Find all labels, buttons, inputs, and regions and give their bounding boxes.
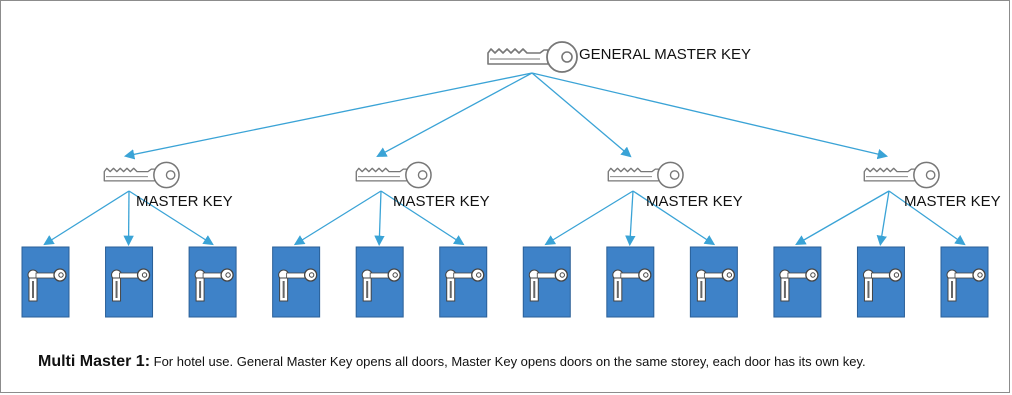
connector-arrow bbox=[128, 190, 214, 246]
key-icon bbox=[863, 161, 940, 189]
caption-text: For hotel use. General Master Key opens … bbox=[150, 354, 866, 369]
door-icon bbox=[689, 246, 738, 318]
door-icon bbox=[606, 246, 655, 318]
door-icon bbox=[856, 246, 905, 318]
door-icon bbox=[522, 246, 571, 318]
master-key-label: MASTER KEY bbox=[904, 193, 1001, 210]
caption-title: Multi Master 1: bbox=[38, 353, 151, 370]
door-icon bbox=[773, 246, 822, 318]
connector-arrow bbox=[876, 190, 890, 247]
key-icon bbox=[355, 161, 432, 189]
key-icon bbox=[487, 41, 578, 73]
door-icon bbox=[272, 246, 321, 318]
key-icon bbox=[103, 161, 180, 189]
key-hierarchy-diagram bbox=[21, 41, 989, 318]
connector-arrow bbox=[374, 190, 385, 247]
connector-arrow bbox=[632, 190, 716, 246]
connector-arrow bbox=[795, 190, 890, 246]
connector-arrow bbox=[43, 190, 130, 246]
door-icon bbox=[105, 246, 154, 318]
door-icon bbox=[188, 246, 237, 318]
master-key-label: MASTER KEY bbox=[646, 193, 743, 210]
connector-arrow bbox=[380, 190, 465, 246]
caption: Multi Master 1: For hotel use. General M… bbox=[38, 353, 998, 370]
connector-arrow bbox=[376, 72, 533, 157]
connector-arrow bbox=[531, 72, 889, 160]
connector-arrow bbox=[544, 190, 634, 246]
master-key-label: MASTER KEY bbox=[393, 193, 490, 210]
connector-arrow bbox=[123, 72, 533, 160]
door-icon bbox=[21, 246, 70, 318]
general-master-key-label: GENERAL MASTER KEY bbox=[579, 46, 751, 63]
key-icon bbox=[607, 161, 684, 189]
door-icon bbox=[439, 246, 488, 318]
door-icon bbox=[940, 246, 989, 318]
master-key-label: MASTER KEY bbox=[136, 193, 233, 210]
connector-arrow bbox=[888, 190, 966, 246]
connector-arrow bbox=[625, 190, 636, 247]
connector-arrow bbox=[531, 72, 632, 158]
connector-arrow bbox=[293, 190, 382, 246]
door-icon bbox=[355, 246, 404, 318]
